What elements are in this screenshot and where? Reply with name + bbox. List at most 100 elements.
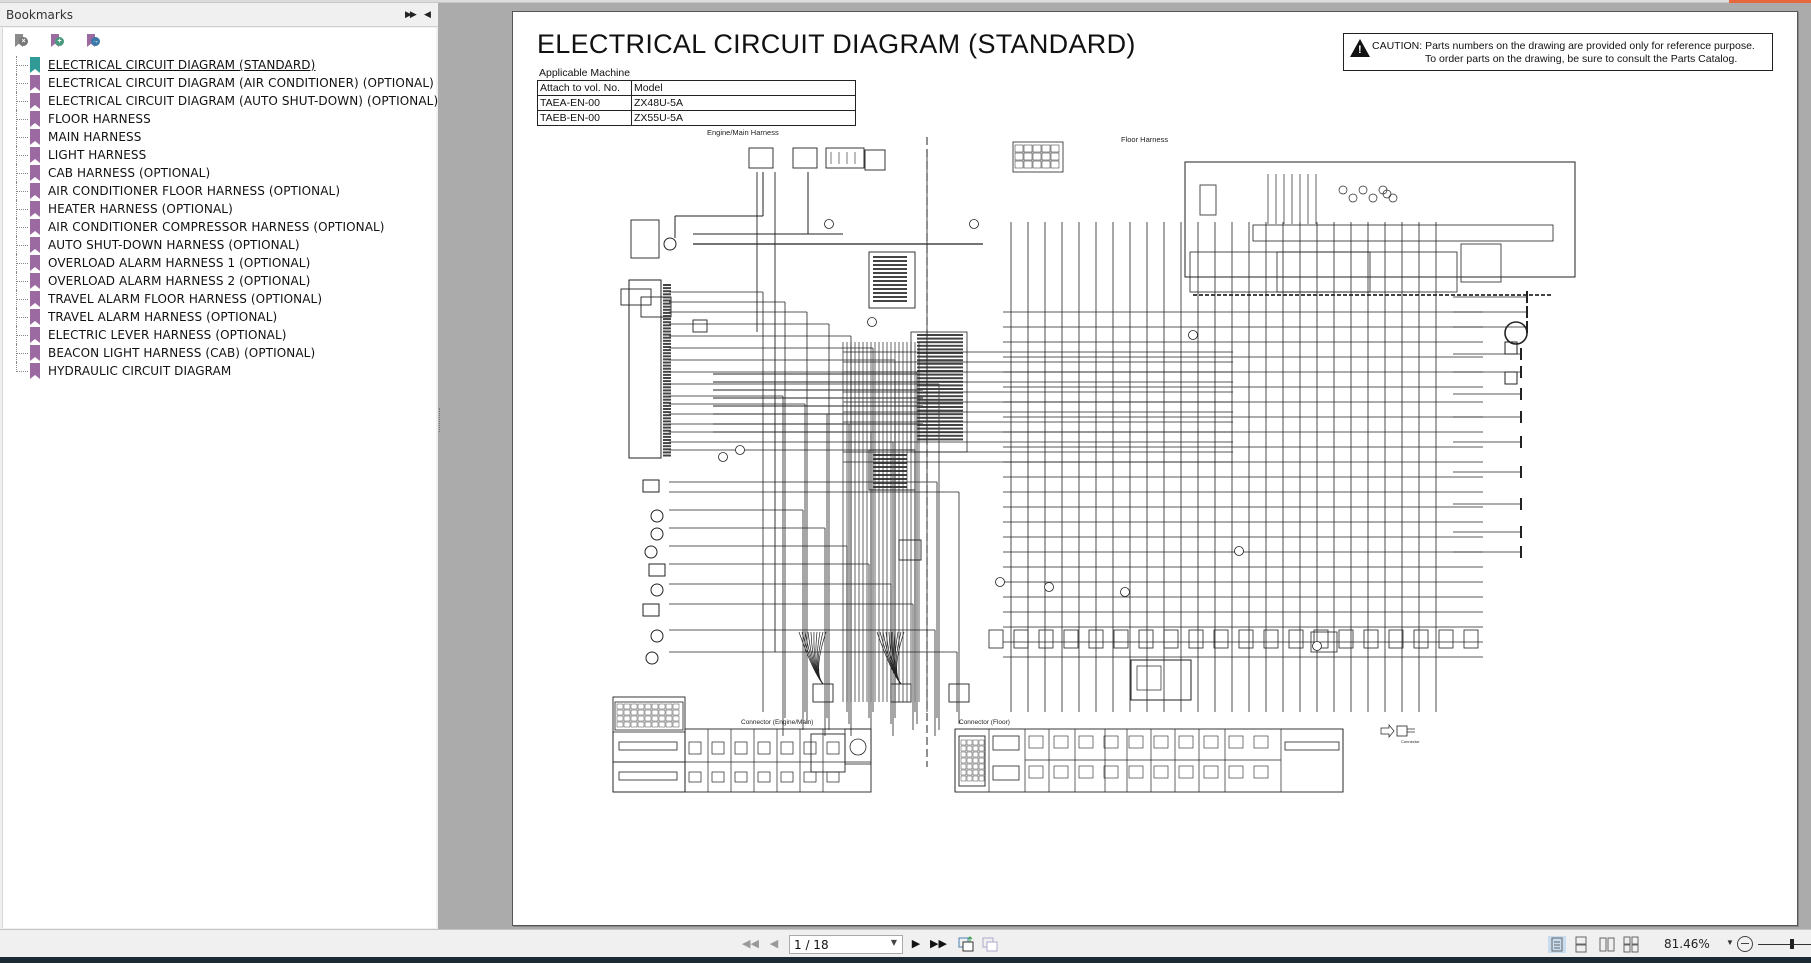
section-label-floor: Floor Harness (1121, 135, 1168, 144)
fuel-actuator (642, 479, 660, 493)
connector-pin (966, 739, 973, 746)
zoom-slider[interactable] (1758, 944, 1811, 945)
zoom-slider-thumb[interactable] (1790, 939, 1794, 949)
pin-label (1319, 294, 1323, 296)
joint-connector-3-shape (1284, 741, 1340, 751)
first-page-button[interactable]: ◀◀ (742, 936, 759, 952)
switch-cell (1041, 160, 1051, 169)
last-page-icon: ▶▶ (930, 938, 947, 950)
view-continuous-facing-button[interactable] (1622, 936, 1640, 953)
glow-plug-box (825, 147, 865, 169)
circle-marker (1312, 641, 1322, 651)
bookmark-label: TRAVEL ALARM HARNESS (OPTIONAL) (48, 310, 278, 324)
bookmark-item[interactable]: AIR CONDITIONER COMPRESSOR HARNESS (OPTI… (3, 218, 433, 236)
bookmark-item[interactable]: ELECTRIC LEVER HARNESS (OPTIONAL) (3, 326, 433, 344)
wire-bundle (818, 631, 827, 685)
bookmark-item[interactable]: HEATER HARNESS (OPTIONAL) (3, 200, 433, 218)
bookmark-label: FLOOR HARNESS (48, 112, 151, 126)
circle-marker (718, 452, 728, 462)
pin-label (663, 290, 671, 293)
circle-marker (824, 219, 834, 229)
zoom-level[interactable]: 81.46% (1664, 937, 1710, 951)
pin-label (917, 352, 963, 354)
page-number-input[interactable]: 1 / 18 ▼ (789, 935, 903, 954)
bookmark-item[interactable]: ELECTRICAL CIRCUIT DIAGRAM (AIR CONDITIO… (3, 74, 434, 92)
connector-shape (992, 735, 1020, 751)
bookmark-item[interactable]: FLOOR HARNESS (3, 110, 433, 128)
connector-pin (672, 709, 680, 716)
expand-panel-icon[interactable]: ▶▶ (405, 9, 417, 19)
bookmark-item[interactable]: HYDRAULIC CIRCUIT DIAGRAM (3, 362, 433, 380)
add-bookmark-button[interactable]: + (49, 32, 65, 50)
bookmark-item[interactable]: TRAVEL ALARM HARNESS (OPTIONAL) (3, 308, 433, 326)
connector-pin (960, 745, 967, 752)
bookmark-item[interactable]: BEACON LIGHT HARNESS (CAB) (OPTIONAL) (3, 344, 433, 362)
bookmark-item[interactable]: OVERLOAD ALARM HARNESS 1 (OPTIONAL) (3, 254, 433, 272)
pin-label (1445, 294, 1449, 296)
pin-label (663, 349, 671, 352)
view-single-page-button[interactable] (1548, 936, 1566, 953)
bookmark-item[interactable]: ELECTRICAL CIRCUIT DIAGRAM (STANDARD) (3, 56, 433, 74)
pin-label (873, 454, 907, 456)
pin-label (1517, 294, 1521, 296)
connector-pin (651, 721, 659, 728)
pin-label (1505, 294, 1509, 296)
page-dropdown-icon[interactable]: ▼ (890, 938, 897, 947)
floor-connector-grid (954, 728, 1344, 793)
bookmark-item[interactable]: CAB HARNESS (OPTIONAL) (3, 164, 433, 182)
bookmark-item[interactable]: LIGHT HARNESS (3, 146, 433, 164)
bookmark-item[interactable]: TRAVEL ALARM FLOOR HARNESS (OPTIONAL) (3, 290, 433, 308)
pin-label (663, 398, 671, 401)
bookmark-item[interactable]: AIR CONDITIONER FLOOR HARNESS (OPTIONAL) (3, 182, 433, 200)
pin-label (663, 336, 671, 339)
pin-label (1421, 294, 1425, 296)
zoom-dropdown-icon[interactable]: ▼ (1726, 938, 1734, 947)
pin-label (1547, 294, 1551, 296)
delete-bookmark-button[interactable]: × (13, 32, 29, 50)
pin-label (873, 292, 907, 294)
view-continuous-button[interactable] (1572, 936, 1590, 953)
pin-label (1487, 294, 1491, 296)
circle-marker (1234, 546, 1244, 556)
pin-label (873, 466, 907, 468)
pin-label (917, 434, 963, 437)
collapse-panel-icon[interactable]: ◀ (424, 9, 431, 19)
bookmark-item[interactable]: ELECTRICAL CIRCUIT DIAGRAM (AUTO SHUT-DO… (3, 92, 438, 110)
pin-label (917, 395, 963, 398)
pin-label (917, 373, 963, 376)
bookmark-icon (30, 201, 40, 217)
connector-pin (665, 709, 673, 716)
next-view-button[interactable] (982, 936, 998, 952)
connector-pin (978, 775, 985, 782)
switch-cell (1014, 160, 1024, 169)
bookmark-item[interactable]: OVERLOAD ALARM HARNESS 2 (OPTIONAL) (3, 272, 433, 290)
cell-vol-no: TAEA-EN-00 (537, 95, 632, 111)
pin-label (873, 458, 907, 460)
bookmark-label: AIR CONDITIONER FLOOR HARNESS (OPTIONAL) (48, 184, 341, 198)
fuel-sensor (645, 651, 659, 665)
next-page-button[interactable]: ▶ (908, 936, 924, 952)
pin-label (663, 315, 671, 317)
last-page-button[interactable]: ▶▶ (930, 936, 947, 952)
connector-shape (1103, 735, 1119, 749)
previous-page-button[interactable]: ◀ (766, 936, 782, 952)
connector-pin (672, 721, 680, 728)
connector-engine-main-label: Connector (Engine/Main) (741, 719, 813, 726)
pin-label (663, 293, 671, 296)
go-to-bookmark-button[interactable]: → (85, 32, 101, 50)
bookmark-item[interactable]: AUTO SHUT-DOWN HARNESS (OPTIONAL) (3, 236, 433, 254)
earth-box (890, 683, 912, 703)
pin-label (1493, 294, 1497, 296)
pin-label (1511, 294, 1515, 296)
pin-label (873, 260, 907, 262)
warning-icon (1350, 39, 1370, 57)
bookmark-label: ELECTRICAL CIRCUIT DIAGRAM (STANDARD) (48, 58, 316, 72)
zoom-out-button[interactable] (1737, 936, 1753, 952)
pin-label (663, 448, 671, 451)
pin-label (663, 380, 671, 383)
bookmark-icon (30, 183, 40, 199)
bookmark-item[interactable]: MAIN HARNESS (3, 128, 433, 146)
previous-view-button[interactable] (958, 936, 974, 952)
view-facing-button[interactable] (1598, 936, 1616, 953)
